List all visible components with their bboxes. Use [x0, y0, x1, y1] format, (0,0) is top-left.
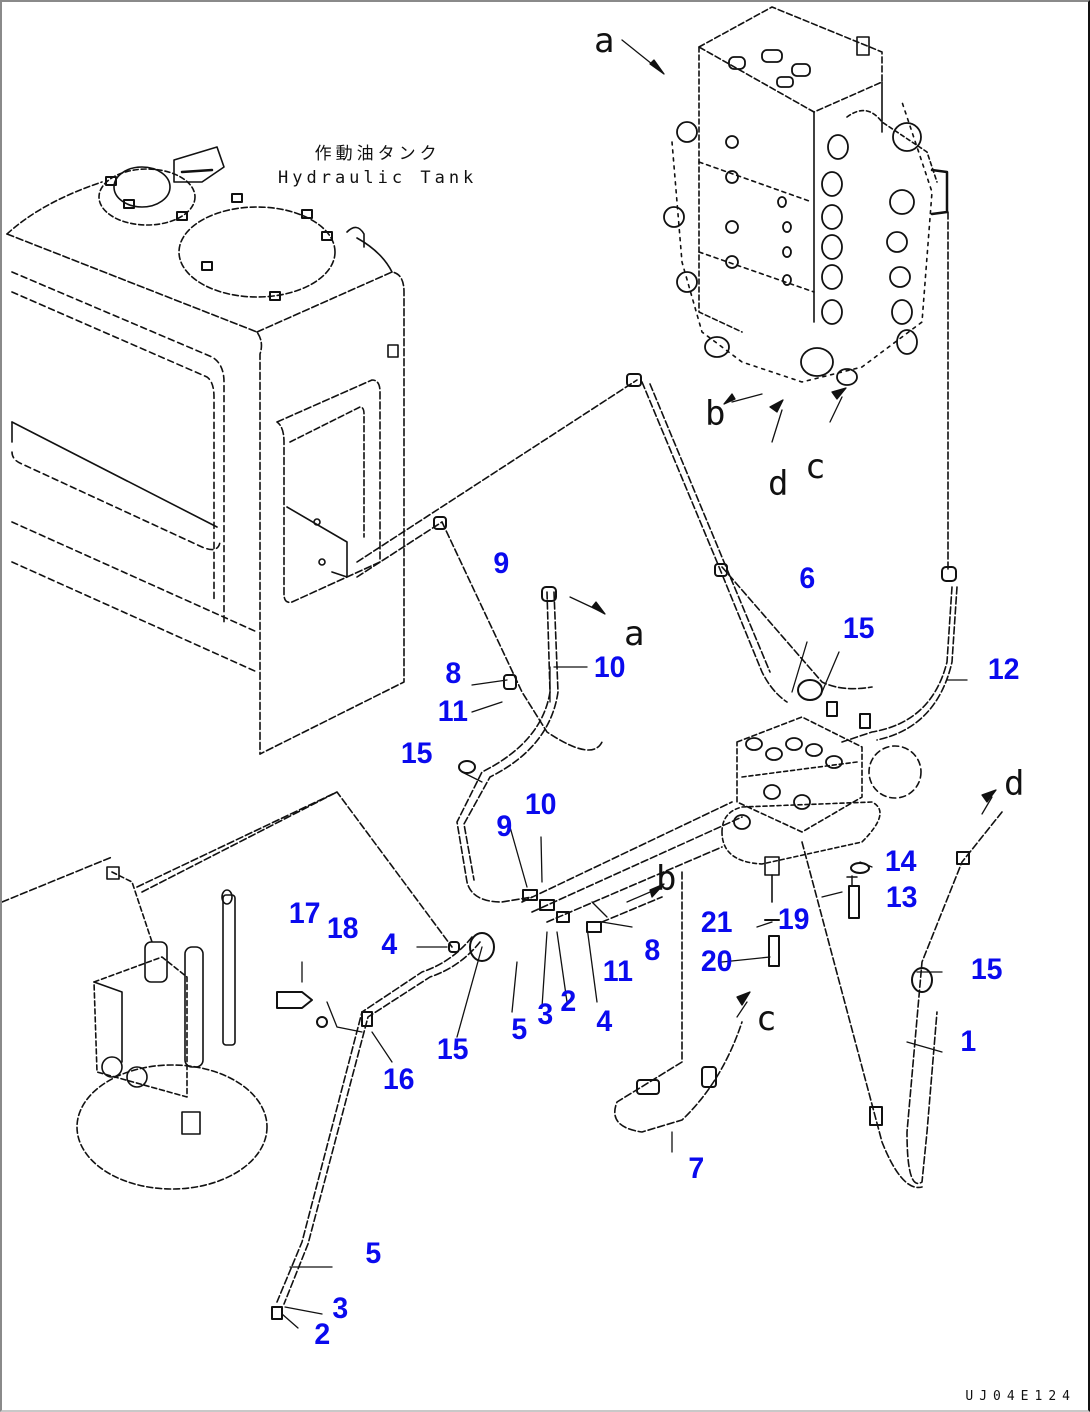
callout-21[interactable]: 21	[700, 906, 733, 939]
callout-14[interactable]: 14	[884, 845, 917, 878]
callout-15[interactable]: 15	[970, 953, 1003, 986]
hydraulic-tank-label: 作動油タンク Hydraulic Tank	[278, 142, 477, 190]
connection-letter-d: d	[768, 464, 789, 504]
leader-lines	[281, 641, 968, 1329]
callout-3[interactable]: 3	[332, 1292, 349, 1325]
callout-9[interactable]: 9	[496, 810, 513, 843]
fittings	[271, 373, 970, 1320]
connection-letter-a: a	[594, 21, 615, 61]
connection-letter-b: b	[705, 394, 726, 434]
callout-4[interactable]: 4	[381, 928, 398, 961]
main-control-valve	[663, 6, 949, 386]
callout-6[interactable]: 6	[799, 562, 816, 595]
connection-letter-c: c	[805, 447, 826, 487]
callout-17[interactable]: 17	[288, 897, 321, 930]
callout-19[interactable]: 19	[777, 903, 810, 936]
callout-4[interactable]: 4	[596, 1005, 613, 1038]
callout-2[interactable]: 2	[314, 1318, 331, 1351]
connection-letter-a: a	[624, 614, 645, 654]
callout-5[interactable]: 5	[511, 1013, 528, 1046]
hydraulic-tank	[6, 146, 405, 755]
connection-letter-d: d	[1004, 764, 1025, 804]
tank-label-japanese: 作動油タンク	[314, 144, 441, 164]
callout-2[interactable]: 2	[560, 985, 577, 1018]
drawing-id: UJ04E124	[965, 1389, 1076, 1404]
callout-1[interactable]: 1	[960, 1025, 977, 1058]
callout-16[interactable]: 16	[382, 1063, 415, 1096]
callout-15[interactable]: 15	[842, 612, 875, 645]
callout-7[interactable]: 7	[688, 1152, 705, 1185]
callout-15[interactable]: 15	[400, 737, 433, 770]
solenoid-valve-block	[721, 716, 922, 903]
callout-12[interactable]: 12	[987, 653, 1020, 686]
hoses	[2, 211, 1003, 1305]
callout-20[interactable]: 20	[700, 945, 733, 978]
tank-label-english: Hydraulic Tank	[278, 168, 478, 188]
callout-10[interactable]: 10	[524, 788, 557, 821]
callout-9[interactable]: 9	[493, 547, 510, 580]
callout-18[interactable]: 18	[326, 912, 359, 945]
connection-letter-c: c	[756, 999, 777, 1039]
connection-arrows	[569, 39, 997, 1018]
callout-10[interactable]: 10	[593, 651, 626, 684]
callout-3[interactable]: 3	[537, 998, 554, 1031]
callout-8[interactable]: 8	[445, 657, 462, 690]
callout-13[interactable]: 13	[885, 881, 918, 914]
callout-11[interactable]: 11	[437, 695, 468, 728]
connection-letter-b: b	[656, 859, 677, 899]
callout-8[interactable]: 8	[644, 934, 661, 967]
callout-5[interactable]: 5	[365, 1237, 382, 1270]
callout-11[interactable]: 11	[602, 955, 633, 988]
swivel-joint-valve	[76, 866, 268, 1190]
callout-15[interactable]: 15	[436, 1033, 469, 1066]
